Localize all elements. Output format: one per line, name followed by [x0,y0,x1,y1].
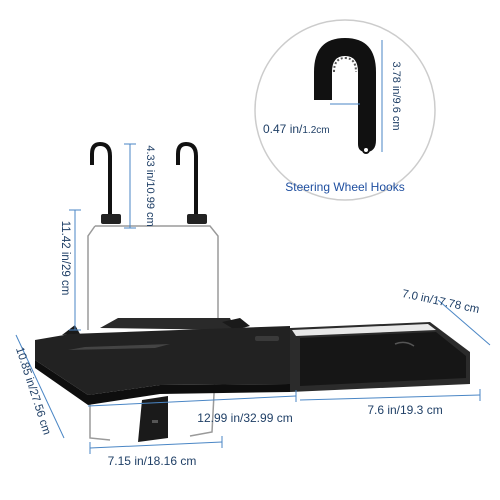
hanger-frame [87,141,219,441]
callout-caption: Steering Wheel Hooks [285,180,404,194]
drawer-width-line [437,299,491,346]
callout-circle [254,19,436,201]
base-width-line [89,441,223,449]
slide-out-drawer [290,322,470,392]
frame-height-label: 11.42 in/29 cm [59,221,71,296]
drawer-length-line [299,394,481,401]
drawer-length-label: 7.6 in/19.3 cm [367,403,442,417]
steering-wheel-hook-callout: 3.78 in/9.6 cm 0.47 in/1.2cm Steering Wh… [254,19,436,201]
dimension-annotations: 4.33 in/10.99 cm 11.42 in/29 cm 10.85 in… [13,143,491,468]
tray-width-line [87,395,297,407]
tray-width-label: 12.99 in/32.99 cm [197,411,292,425]
hook-width-label: 0.47 in/1.2cm [263,122,330,136]
steering-wheel-hook-icon [314,38,376,154]
drawer-width-label: 7.0 in/17.78 cm [401,288,480,316]
hook-height-label: 3.78 in/9.6 cm [390,61,402,130]
tray-depth-line [15,334,65,439]
tray [35,318,290,442]
base-width-label: 7.15 in/18.16 cm [108,454,197,468]
hanger-height-label: 4.33 in/10.99 cm [144,145,156,226]
